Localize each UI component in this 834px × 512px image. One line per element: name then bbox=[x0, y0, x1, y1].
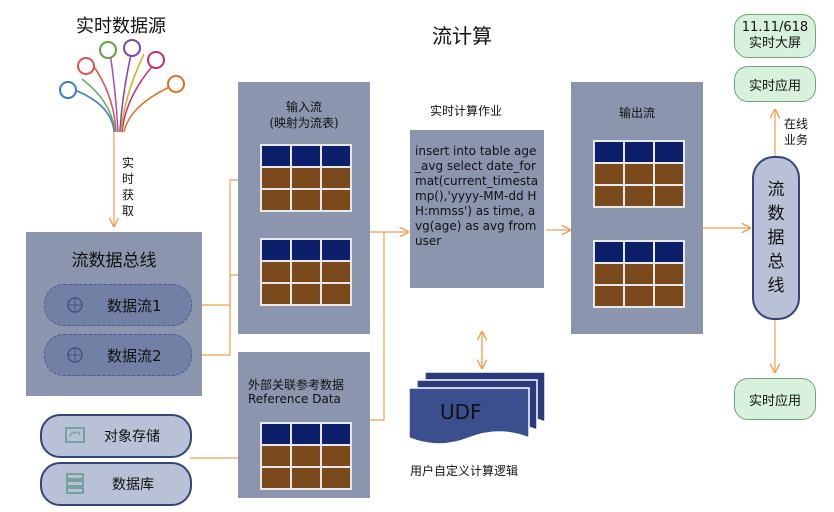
realtime-app-bottom[interactable]: 实时应用 bbox=[734, 378, 816, 420]
input-stream-panel: 输入流 (映射为流表) bbox=[238, 82, 370, 334]
stream2-pill[interactable]: 数据流2 bbox=[44, 334, 192, 376]
database-icon bbox=[66, 473, 84, 494]
stream2-label: 数据流2 bbox=[107, 347, 162, 365]
object-storage-label: 对象存储 bbox=[104, 429, 160, 445]
stream-table-1 bbox=[260, 144, 352, 212]
stream-table-2 bbox=[260, 238, 352, 306]
stream-icon bbox=[67, 297, 83, 313]
stream1-label: 数据流1 bbox=[107, 297, 162, 315]
source-title: 实时数据源 bbox=[76, 16, 166, 37]
reference-table bbox=[260, 422, 352, 490]
input-stream-subtitle: (映射为流表) bbox=[269, 116, 339, 130]
output-stream-title: 输出流 bbox=[618, 106, 655, 120]
job-sql-text: insert into table age_avg select date_fo… bbox=[415, 144, 539, 248]
input-stream-title: 输入流 bbox=[285, 100, 322, 114]
merge-line bbox=[370, 231, 385, 421]
udf-caption: 用户自定义计算逻辑 bbox=[410, 464, 519, 478]
output-bus-pill[interactable]: 流 数 据 总 线 bbox=[752, 156, 800, 320]
reference-data-panel: 外部关联参考数据 Reference Data bbox=[238, 352, 370, 498]
output-bus-label: 流 数 据 总 线 bbox=[767, 180, 785, 296]
big-screen-pill[interactable]: 11.11/618 实时大屏 bbox=[734, 14, 816, 58]
database-pill[interactable]: 数据库 bbox=[40, 462, 192, 506]
data-source-fan-icon bbox=[59, 39, 185, 133]
big-screen-line1: 11.11/618 bbox=[741, 20, 809, 35]
output-table-1 bbox=[593, 140, 685, 208]
stream1-pill[interactable]: 数据流1 bbox=[44, 284, 192, 326]
cloud-storage-icon bbox=[65, 427, 85, 443]
udf-label: UDF bbox=[440, 400, 482, 424]
reference-title: 外部关联参考数据 bbox=[248, 378, 345, 392]
object-storage-pill[interactable]: 对象存储 bbox=[40, 414, 192, 458]
database-label: 数据库 bbox=[112, 477, 154, 493]
udf-stack-icon bbox=[408, 371, 546, 445]
stream-icon bbox=[67, 347, 83, 363]
online-business-label: 在线 业务 bbox=[784, 117, 809, 147]
reference-subtitle: Reference Data bbox=[248, 392, 341, 406]
big-screen-line2: 实时大屏 bbox=[748, 36, 801, 51]
fetch-label: 实 时 获 取 bbox=[122, 156, 135, 218]
page-title: 流计算 bbox=[432, 24, 492, 48]
output-table-2 bbox=[593, 240, 685, 308]
stream-bus-title: 流数据总线 bbox=[71, 251, 157, 271]
stream-bus-panel: 流数据总线 数据流1 数据流2 bbox=[26, 232, 202, 396]
job-sql-box: insert into table age_avg select date_fo… bbox=[410, 130, 544, 288]
job-title: 实时计算作业 bbox=[430, 104, 503, 118]
output-stream-panel: 输出流 bbox=[571, 82, 703, 334]
realtime-app-top[interactable]: 实时应用 bbox=[734, 66, 816, 102]
